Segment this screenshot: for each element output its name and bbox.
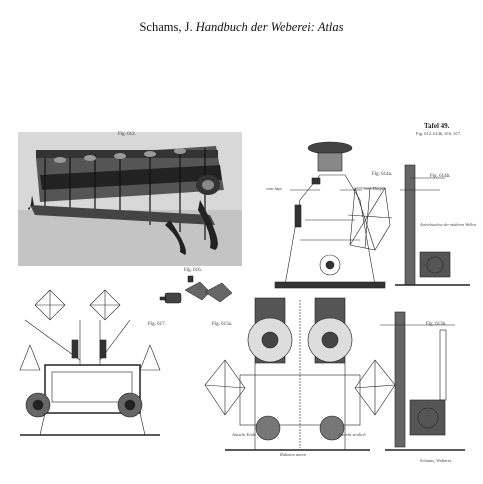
fig-614a-label: Fig. 614a. bbox=[372, 172, 393, 177]
fig-612-label: Fig. 612. bbox=[118, 132, 136, 137]
author-text: Schams, J. bbox=[139, 20, 193, 34]
fig-617-label: Fig. 617. bbox=[148, 322, 166, 327]
note-rahmen-unten: Rahmen unten bbox=[280, 452, 306, 457]
fig-616-label: Fig. 616. bbox=[184, 268, 202, 273]
fig-613b-label: Fig. 613b. bbox=[426, 322, 447, 327]
note-welle: Welle bbox=[420, 262, 430, 267]
fig-617-diagram bbox=[19, 289, 161, 436]
fig-612-machine-illustration bbox=[18, 132, 242, 266]
note-vom-haspel: vom Haspel bbox=[364, 186, 386, 191]
fig-613a-label: Fig. 613a. bbox=[212, 322, 233, 327]
note-vom-lape: vom lape bbox=[266, 186, 283, 191]
note-antrieb: Antriebsachse der mittleren Wellen bbox=[420, 222, 477, 227]
fig-613b-diagram bbox=[380, 311, 465, 451]
note-ansicht-seitlich: Ansicht seitlich bbox=[338, 432, 366, 437]
fig-614b-label: Fig. 614b. bbox=[430, 174, 451, 179]
fig-616-parts bbox=[159, 275, 233, 304]
fig-614b-diagram bbox=[395, 164, 470, 286]
plate-figure-range: Fig. 612–614b, 616, 617. bbox=[416, 131, 462, 136]
fig-613a-diagram bbox=[204, 297, 396, 451]
note-ansicht-ende: Ansicht Ende bbox=[232, 432, 256, 437]
fig-614a-diagram bbox=[274, 141, 393, 289]
book-title: Handbuch der Weberei: Atlas bbox=[195, 20, 344, 34]
plate-number: Tafel 49. bbox=[424, 122, 450, 130]
page-header: Schams, J. Handbuch der Weberei: Atlas bbox=[0, 20, 483, 35]
plate-footer: Schams, Weberei. bbox=[420, 458, 453, 463]
